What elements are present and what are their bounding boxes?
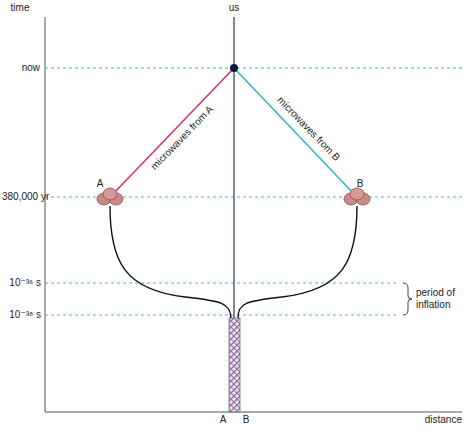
us-dot [230, 64, 238, 72]
point-label: A [220, 414, 227, 426]
inflation-start-line [45, 314, 398, 315]
time-axis [45, 17, 46, 412]
inflation-bracket [403, 283, 412, 315]
inflation-end-line [45, 282, 398, 283]
cloud-b [344, 188, 370, 205]
time-label: now [22, 62, 40, 74]
bracket-label: period of inflation [416, 287, 460, 311]
time-label: 10⁻³⁶ s [9, 277, 41, 289]
ray-label: microwaves from B [275, 94, 343, 163]
our-worldline [233, 17, 235, 320]
time-label: 10⁻³⁸ s [9, 309, 41, 321]
microwave-ray-b [234, 68, 355, 195]
point-label: B [357, 178, 364, 190]
expansion-curve-b [238, 206, 357, 318]
distance-axis [45, 412, 462, 413]
now-line [45, 67, 462, 68]
microwave-ray-a [112, 68, 234, 195]
early-universe-column [229, 318, 240, 412]
time-label: 380,000 yr [2, 191, 49, 203]
ray-label: microwaves from A [148, 103, 215, 172]
point-label: A [97, 178, 104, 190]
observer-label: us [229, 2, 240, 14]
cloud-a [97, 188, 123, 205]
expansion-curve-a [110, 206, 231, 318]
axis-label: time [11, 2, 30, 14]
point-label: B [243, 414, 250, 426]
axis-label: distance [425, 414, 462, 426]
